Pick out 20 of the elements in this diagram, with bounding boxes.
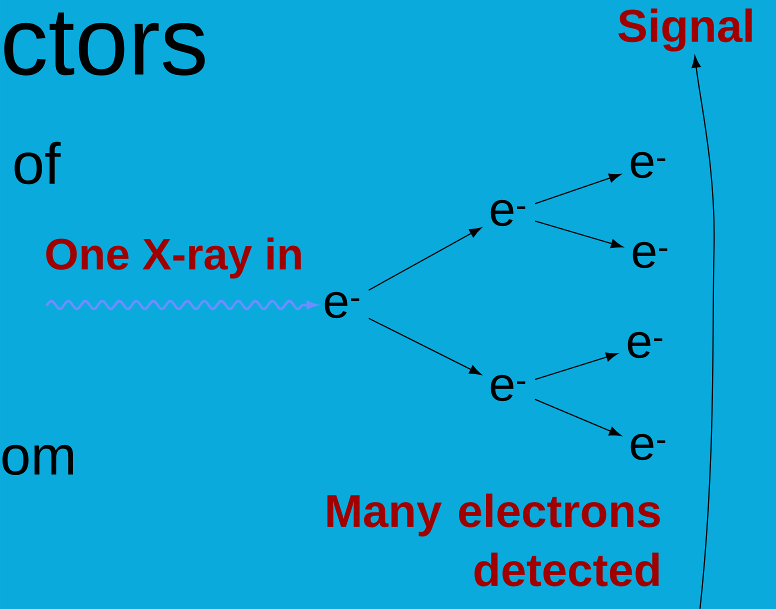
caption-text: One X-ray in (46, 237, 301, 278)
arrow (368, 227, 482, 291)
electron-label: e$^{-}$ (628, 332, 662, 358)
arrow (534, 220, 623, 248)
title-text: ctors (4, 12, 205, 76)
electron-label: e$^{-}$ (632, 242, 668, 268)
electron-label: e$^{-}$ (490, 200, 526, 226)
arrow (534, 174, 621, 204)
electron-label: e$^{-}$ (324, 292, 360, 318)
electron-label: e$^{-}$ (630, 434, 666, 460)
electron-label: e$^{-}$ (490, 374, 526, 402)
arrow (368, 318, 482, 375)
arrow (534, 352, 618, 380)
arrow (534, 398, 622, 436)
body-text: om (2, 444, 73, 476)
signal-arrow (692, 56, 715, 609)
body-text: of (14, 142, 61, 184)
electron-label: e$^{-}$ (630, 152, 666, 178)
caption-text: Many electrons detected (327, 494, 660, 586)
signal-label: Signal (618, 8, 752, 52)
